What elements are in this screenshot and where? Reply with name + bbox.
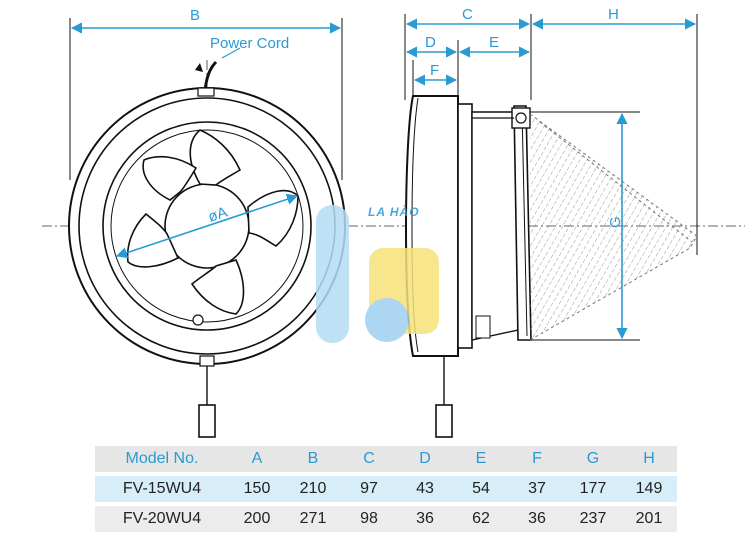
- dim-b-label: B: [190, 7, 200, 24]
- header-cell: B: [285, 446, 341, 472]
- header-cell: F: [509, 446, 565, 472]
- power-cord-label: Power Cord: [210, 35, 289, 52]
- table-cell: 200: [229, 506, 285, 532]
- side-view: C H D E F G: [404, 6, 698, 438]
- dim-h-label: H: [608, 6, 619, 23]
- table-cell: 201: [621, 506, 677, 532]
- dim-c-label: C: [462, 6, 473, 23]
- dim-e-label: E: [489, 34, 499, 51]
- header-cell: A: [229, 446, 285, 472]
- table-cell: 177: [565, 476, 621, 502]
- table-cell: 237: [565, 506, 621, 532]
- dim-f-label: F: [430, 62, 439, 79]
- watermark-logo: LA HÀO: [316, 204, 439, 343]
- table-cell: 62: [453, 506, 509, 532]
- pull-cord-handle: [198, 404, 216, 438]
- table-cell: 149: [621, 476, 677, 502]
- header-cell: G: [565, 446, 621, 472]
- dim-d-label: D: [425, 34, 436, 51]
- table-cell: 97: [341, 476, 397, 502]
- table-cell: 36: [509, 506, 565, 532]
- dim-phia-label: øA: [206, 204, 229, 226]
- table-cell: 271: [285, 506, 341, 532]
- header-cell: D: [397, 446, 453, 472]
- table-row: FV-20WU4 200 271 98 36 62 36 237 201: [95, 506, 677, 532]
- header-cell: C: [341, 446, 397, 472]
- table-cell: 150: [229, 476, 285, 502]
- table-cell: 54: [453, 476, 509, 502]
- spec-table: Model No. A B C D E F G H FV-15WU4 150 2…: [95, 442, 677, 536]
- dim-phia-line: [115, 193, 299, 259]
- table-cell: FV-20WU4: [95, 506, 229, 532]
- header-cell: H: [621, 446, 677, 472]
- fan-dimension-drawing: B øA Power Cord: [42, 6, 745, 438]
- table-cell: 43: [397, 476, 453, 502]
- svg-text:LA HÀO: LA HÀO: [368, 204, 420, 219]
- table-cell: 98: [341, 506, 397, 532]
- header-cell: Model No.: [95, 446, 229, 472]
- header-cell: E: [453, 446, 509, 472]
- table-cell: 37: [509, 476, 565, 502]
- shutter-open-outline: [529, 113, 698, 341]
- table-cell: 36: [397, 506, 453, 532]
- table-cell: FV-15WU4: [95, 476, 229, 502]
- table-row: FV-15WU4 150 210 97 43 54 37 177 149: [95, 476, 677, 502]
- table-cell: 210: [285, 476, 341, 502]
- table-header-row: Model No. A B C D E F G H: [95, 446, 677, 472]
- front-view: B øA Power Cord: [68, 7, 346, 438]
